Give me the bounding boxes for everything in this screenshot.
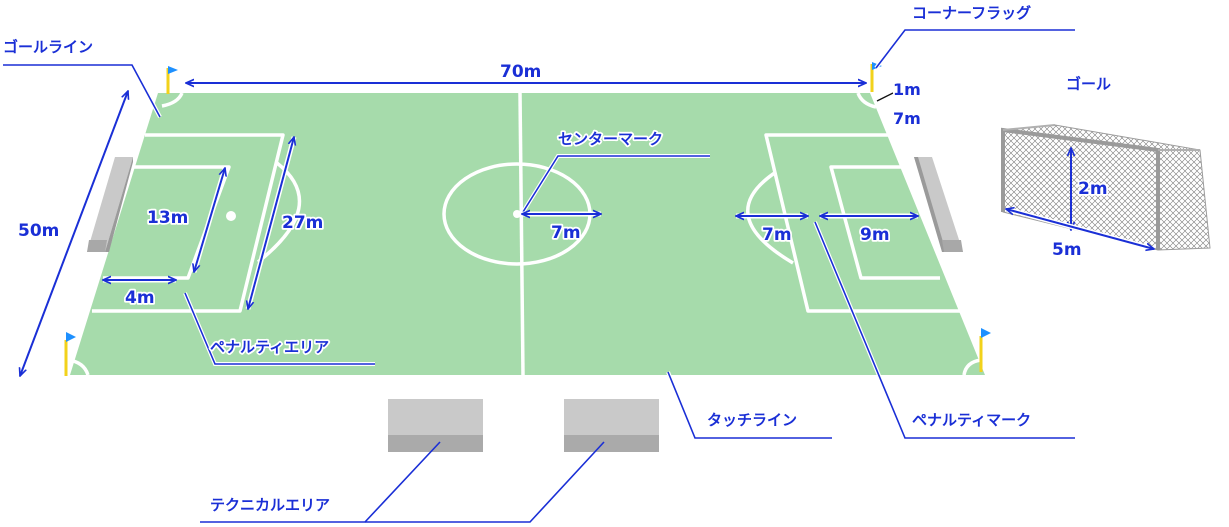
goal-width-arrow [1006, 209, 1154, 249]
dimension-arrows [17, 83, 1154, 376]
technical-area-label: テクニカルエリア [210, 496, 330, 514]
field-length-label: 70m [500, 62, 541, 82]
corner-radius-label: 1m [893, 80, 921, 99]
width-arrow [20, 91, 128, 376]
technical-area-leader-right [365, 441, 605, 523]
center-radius-label: 7m [551, 223, 581, 243]
penalty-width-arrow [248, 137, 294, 309]
halfway-line [518, 92, 525, 376]
field-width-label: 50m [18, 221, 59, 241]
penalty-depth-arrow [194, 168, 225, 272]
corner-flag-leader [875, 29, 1075, 69]
touch-line-leader [667, 371, 832, 439]
arc-radius-label: 7m [762, 225, 792, 245]
penalty-area-leader [184, 292, 375, 365]
center-mark-label: センターマーク [558, 130, 663, 148]
goal-height-label: 2m [1078, 179, 1108, 199]
corner-radius-leader [876, 92, 894, 102]
corner-arc-top-left [161, 92, 184, 108]
technical-area-right [564, 399, 659, 452]
goal-label: ゴール [1066, 75, 1111, 93]
penalty-mark-label: ペナルティマーク [912, 411, 1031, 429]
corner-offset-label: 7m [893, 109, 921, 128]
goal-line-label: ゴールライン [3, 38, 93, 56]
pitch-surface [70, 93, 985, 375]
penalty-area-label: ペナルティエリア [210, 338, 329, 356]
penalty-mark-leader [814, 221, 1075, 439]
right-goal [914, 157, 963, 252]
corner-arc-bottom-right [962, 358, 982, 376]
corner-arc-top-right [856, 92, 877, 109]
technical-area-left [388, 399, 483, 452]
touch-line-label: タッチライン [707, 411, 797, 429]
penalty-mark-distance-label: 9m [860, 225, 890, 245]
goal-line-leader [3, 64, 161, 118]
pitch [67, 92, 985, 376]
leader-lines [3, 28, 1075, 523]
goal-area-label: 4m [125, 288, 155, 308]
penalty-depth-label: 13m [147, 208, 188, 228]
center-mark [513, 210, 521, 218]
left-penalty-mark [226, 211, 236, 221]
corner-flag-bottom-right [979, 328, 991, 372]
penalty-width-label: 27m [282, 213, 323, 233]
right-penalty-area [764, 133, 966, 313]
text-labels: ゴールライン コーナーフラッグ ゴール センターマーク ペナルティエリア タッチ… [1, 2, 1113, 516]
corner-flag-label: コーナーフラッグ [912, 4, 1031, 22]
right-goal-area [829, 165, 940, 280]
goal-width-label: 5m [1052, 240, 1082, 260]
corner-flag-top-left [166, 66, 178, 94]
center-mark-leader [522, 155, 710, 213]
